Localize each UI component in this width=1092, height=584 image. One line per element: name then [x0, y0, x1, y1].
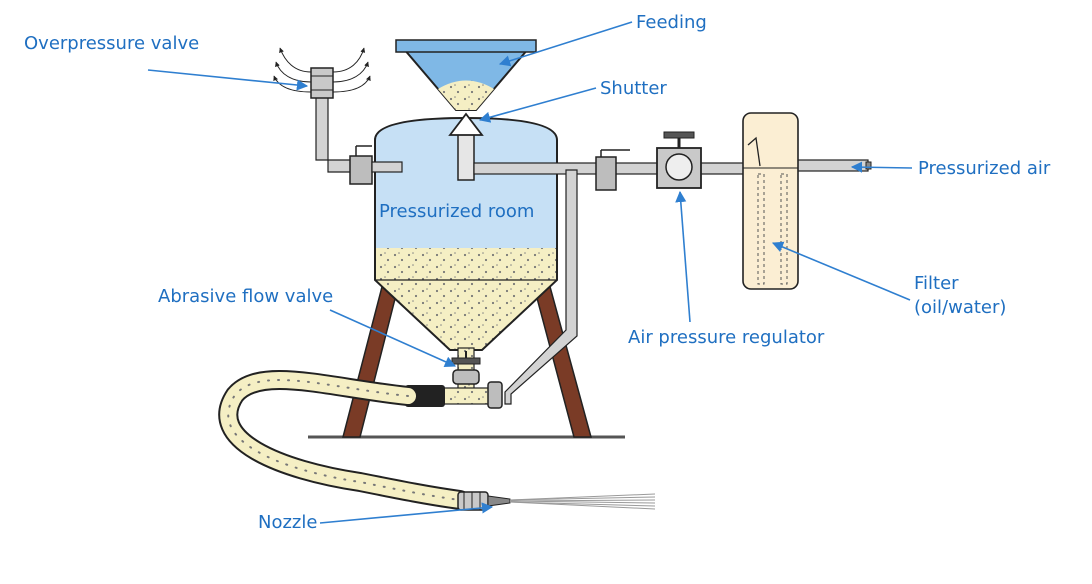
leader-overpressure [147, 69, 309, 91]
overpressure-valve [273, 47, 371, 99]
nozzle [457, 491, 511, 511]
air-pressure-regulator [656, 131, 702, 189]
feeding-hopper [395, 39, 537, 111]
label-filter-line2: (oil/water) [914, 297, 1007, 318]
label-pressurized-room: Pressurized room [379, 201, 535, 222]
shutter [448, 112, 484, 181]
abrasive-spray [509, 493, 656, 510]
leader-nozzle [319, 502, 494, 524]
label-pressurized-air: Pressurized air [918, 158, 1051, 179]
leader-regulator [675, 190, 691, 323]
label-nozzle: Nozzle [258, 512, 318, 533]
leader-arrows [147, 21, 913, 524]
abrasive-flow-valve [439, 347, 503, 409]
label-filter-line1: Filter [914, 273, 959, 294]
blast-hose [218, 370, 470, 510]
label-air-pressure-regulator: Air pressure regulator [628, 327, 825, 348]
bypass-pipe [504, 169, 578, 405]
label-feeding: Feeding [636, 12, 707, 33]
label-abrasive-flow-valve: Abrasive flow valve [158, 286, 334, 307]
leader-abrasive-valve [329, 309, 457, 367]
leader-shutter [478, 87, 597, 123]
label-overpressure-valve: Overpressure valve [24, 33, 200, 54]
inlet-valve [595, 149, 630, 191]
leader-filter [771, 241, 911, 301]
filter [742, 112, 799, 290]
leader-feeding [498, 21, 633, 67]
label-filter: Filter (oil/water) [914, 272, 1006, 320]
label-shutter: Shutter [600, 78, 667, 99]
leader-pressurized-air [850, 161, 913, 173]
